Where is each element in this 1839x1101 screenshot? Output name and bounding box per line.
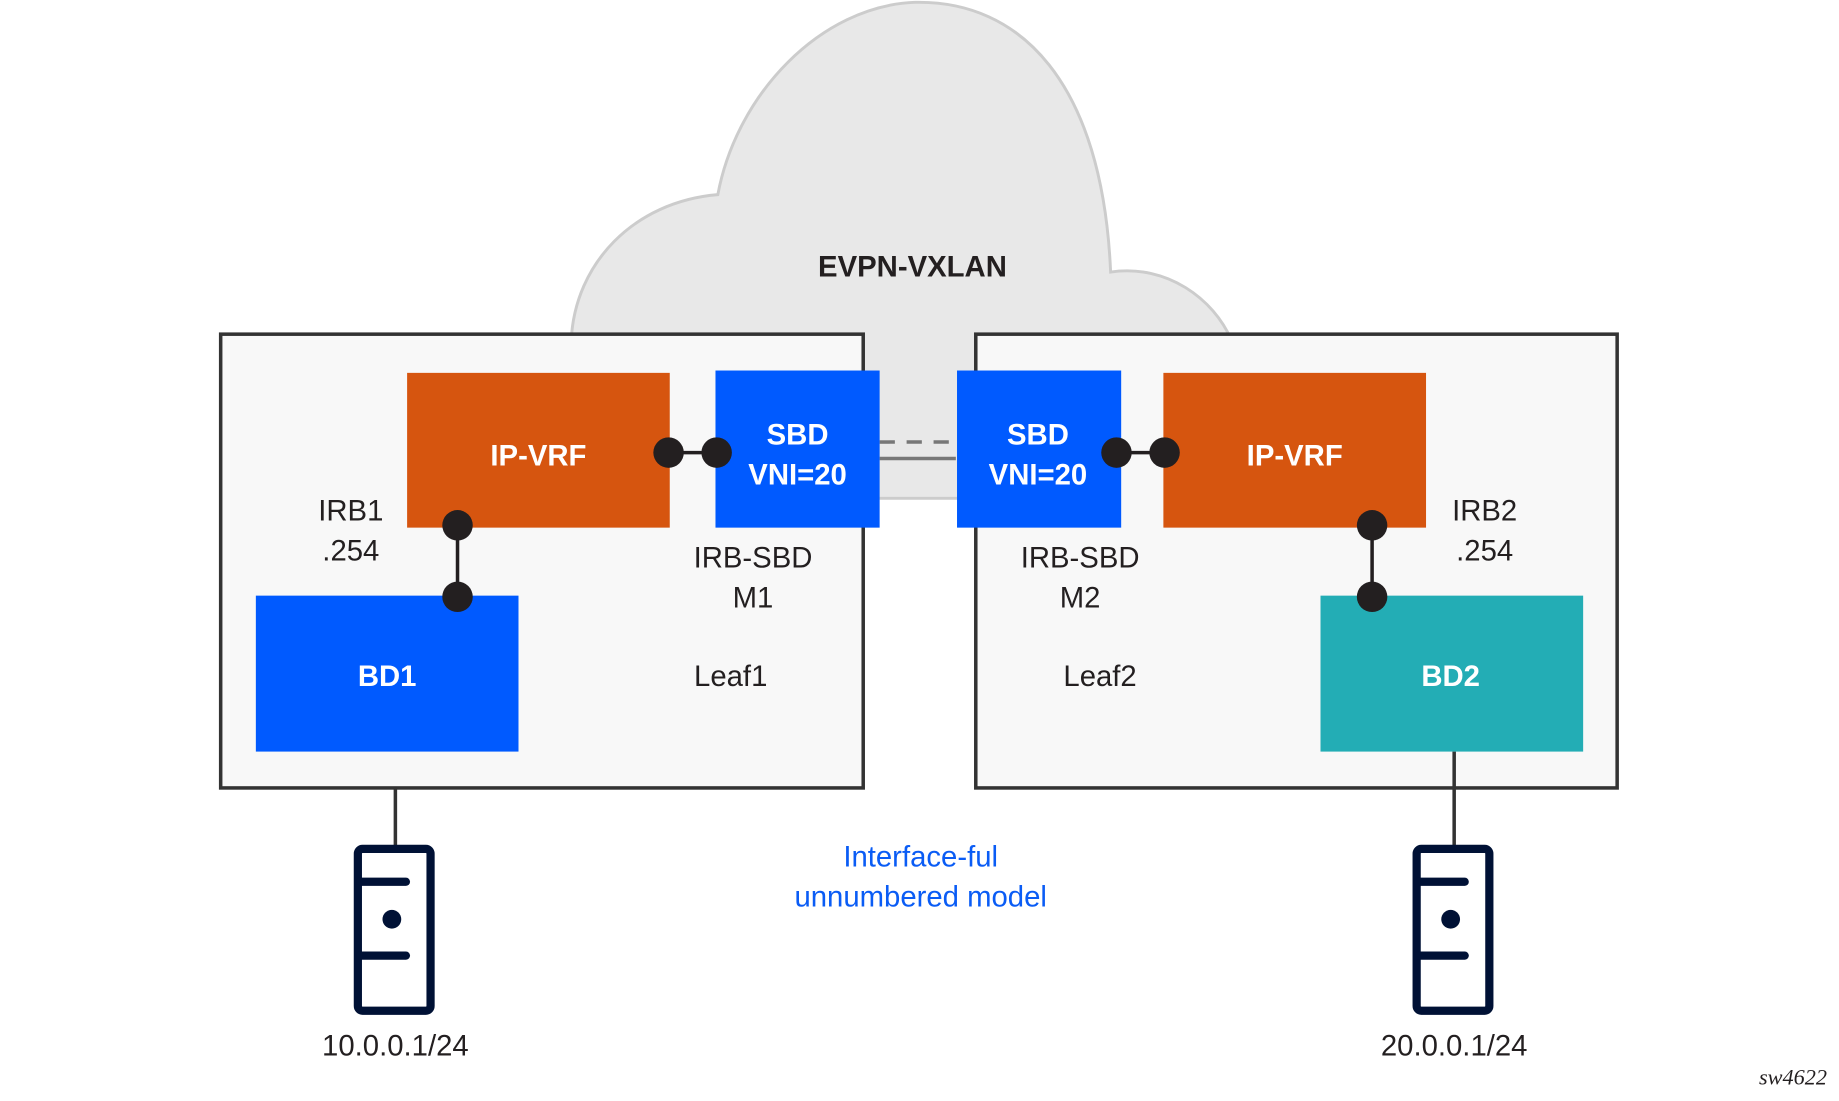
leaf2-ip-vrf-label: IP-VRF bbox=[1247, 439, 1343, 472]
leaf1-bd1[interactable] bbox=[255, 595, 519, 752]
leaf1-sbd-label: SBD bbox=[767, 418, 829, 451]
model-caption-line1: Interface-ful bbox=[843, 840, 998, 873]
model-caption-line2: unnumbered model bbox=[794, 880, 1046, 913]
figure-id: sw4622 bbox=[1759, 1065, 1827, 1090]
leaf2-bd2-label: BD2 bbox=[1421, 660, 1480, 693]
leaf1-ip-vrf[interactable] bbox=[407, 372, 670, 528]
leaf1-irb1-dot-bd bbox=[442, 581, 473, 613]
leaf2-sbd-label: SBD bbox=[1007, 418, 1069, 451]
leaf1-irb-label: IRB1 bbox=[318, 495, 383, 528]
leaf1-irb-sbd-dot-sbd bbox=[701, 437, 732, 468]
host2-ip: 20.0.0.1/24 bbox=[1381, 1029, 1528, 1062]
host2-server-icon[interactable] bbox=[1412, 844, 1494, 1015]
leaf1-name: Leaf1 bbox=[694, 660, 767, 693]
leaf2-sbd[interactable] bbox=[957, 370, 1122, 528]
leaf1-ip-vrf-label: IP-VRF bbox=[490, 439, 586, 472]
leaf2-irb2-dot-bd bbox=[1356, 581, 1388, 613]
leaf2-irb-sbd-dot-sbd bbox=[1101, 437, 1132, 468]
leaf2-irb-sbd-label: IRB-SBD bbox=[1021, 542, 1140, 575]
host1-ip: 10.0.0.1/24 bbox=[322, 1029, 469, 1062]
leaf2-irb-sbd-dot-vrf bbox=[1149, 437, 1180, 468]
leaf2-irb2-dot-vrf bbox=[1356, 510, 1388, 541]
leaf1-irb-sbd-mac: M1 bbox=[733, 581, 774, 614]
leaf2-irb-sbd-mac: M2 bbox=[1060, 581, 1101, 614]
leaf1-sbd-vni: VNI=20 bbox=[748, 458, 847, 491]
host1-server-icon[interactable] bbox=[353, 844, 435, 1015]
leaf1-irb-address: .254 bbox=[322, 534, 379, 567]
leaf1-irb-sbd-dot-vrf bbox=[653, 437, 684, 468]
leaf2-name: Leaf2 bbox=[1063, 660, 1136, 693]
leaf2-irb-address: .254 bbox=[1456, 534, 1513, 567]
leaf2-sbd-vni: VNI=20 bbox=[989, 458, 1088, 491]
leaf1-irb-sbd-label: IRB-SBD bbox=[694, 542, 813, 575]
leaf2-irb-label: IRB2 bbox=[1452, 495, 1517, 528]
leaf1-bd1-label: BD1 bbox=[358, 660, 417, 693]
leaf1-irb1-dot-vrf bbox=[442, 510, 473, 541]
cloud-label: EVPN-VXLAN bbox=[818, 251, 1007, 284]
leaf2-bd2[interactable] bbox=[1320, 595, 1584, 752]
leaf1-sbd[interactable] bbox=[715, 370, 880, 528]
leaf2-ip-vrf[interactable] bbox=[1163, 372, 1427, 528]
